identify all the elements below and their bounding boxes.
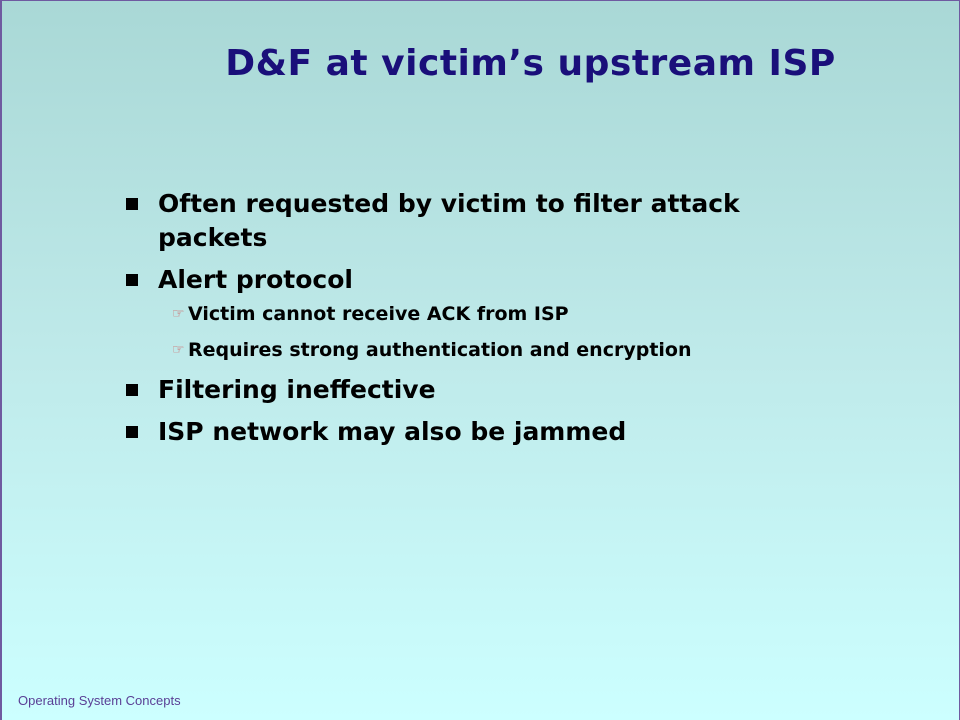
black-square-icon (126, 384, 138, 396)
bullet-text: ISP network may also be jammed (158, 417, 627, 446)
slide-title: D&F at victim’s upstream ISP (225, 43, 836, 85)
bullet-item: Often requested by victim to filter atta… (124, 187, 844, 255)
sub-bullet-list: ☞ Victim cannot receive ACK from ISP ☞ R… (158, 301, 844, 363)
sub-bullet-item: ☞ Victim cannot receive ACK from ISP (158, 301, 844, 327)
black-square-icon (126, 426, 138, 438)
bullet-item: Filtering ineffective (124, 373, 844, 407)
sub-bullet-text: Requires strong authentication and encry… (188, 339, 692, 361)
sub-bullet-item: ☞ Requires strong authentication and enc… (158, 337, 844, 363)
slide-footer: Operating System Concepts (18, 693, 181, 708)
bullet-item: ISP network may also be jammed (124, 415, 844, 449)
bullet-text: Often requested by victim to filter atta… (158, 189, 740, 252)
bullet-text: Alert protocol (158, 265, 353, 294)
sub-bullet-text: Victim cannot receive ACK from ISP (188, 303, 569, 325)
black-square-icon (126, 198, 138, 210)
bullet-text: Filtering ineffective (158, 375, 436, 404)
pointing-hand-icon: ☞ (172, 306, 185, 322)
black-square-icon (126, 274, 138, 286)
pointing-hand-icon: ☞ (172, 342, 185, 358)
bullet-item: Alert protocol ☞ Victim cannot receive A… (124, 263, 844, 363)
bullet-list: Often requested by victim to filter atta… (124, 187, 844, 457)
